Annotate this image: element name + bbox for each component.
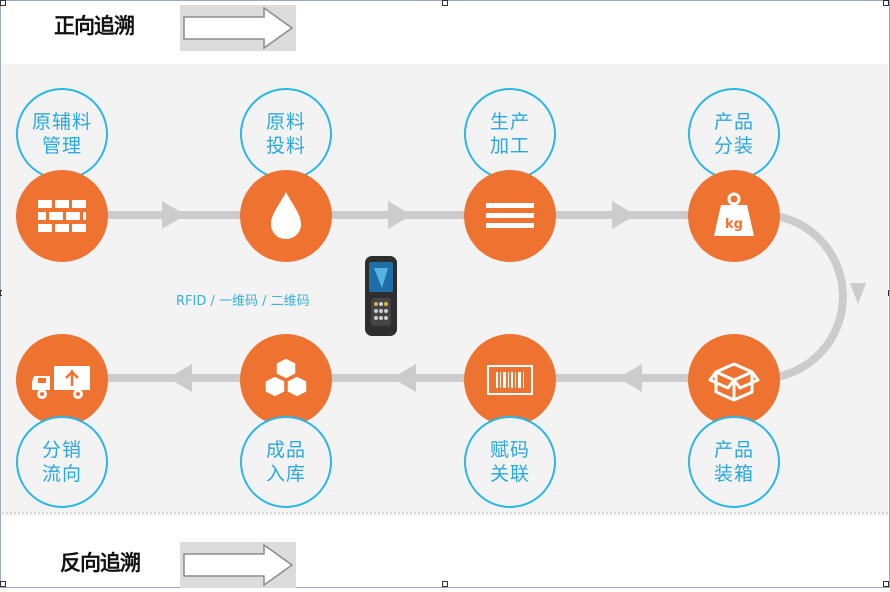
step-label-line2: 关联 [489,463,530,485]
dotted-divider [2,512,888,514]
step-label-line1: 原辅料 [31,111,92,133]
resize-handle-bottom-right[interactable] [883,581,889,587]
step-label-line2: 装箱 [713,463,754,485]
step-label-ring: 赋码 关联 [464,416,556,508]
forward-arrow-icon [180,5,296,51]
step-label-ring: 成品 入库 [240,416,332,508]
step-label-line1: 分销 [41,439,82,461]
kg-weight-icon: kg [688,170,780,262]
step-label-ring: 产品 分装 [688,88,780,180]
reverse-arrow-icon [180,542,296,588]
resize-handle-bottom-center[interactable] [442,581,448,587]
reverse-trace-label: 反向追溯 [60,551,141,575]
resize-handle-top-left[interactable] [0,0,6,6]
brick-grid-icon [16,170,108,262]
step-label-line1: 产品 [713,439,754,461]
step-label-ring: 原辅料 管理 [16,88,108,180]
step-label-line2: 流向 [41,463,82,485]
handheld-scanner-icon [362,254,400,338]
step-label-line1: 产品 [713,111,754,133]
step-label-ring: 产品 装箱 [688,416,780,508]
step-label-ring: 分销 流向 [16,416,108,508]
step-label-line2: 入库 [265,463,306,485]
resize-handle-top-center[interactable] [442,0,448,6]
delivery-truck-icon [16,334,108,426]
step-label-line1: 赋码 [489,439,530,461]
step-label-line2: 加工 [489,135,530,157]
step-label-line1: 生产 [489,111,530,133]
step-label-line2: 分装 [713,135,754,157]
step-label-line2: 管理 [41,135,82,157]
step-label-line1: 原料 [265,111,306,133]
rfid-label: RFID / 一维码 / 二维码 [176,294,310,309]
resize-handle-bottom-left[interactable] [0,581,6,587]
lines-icon [464,170,556,262]
barcode-icon [464,334,556,426]
step-label-line2: 投料 [265,135,306,157]
open-box-icon [688,334,780,426]
resize-handle-top-right[interactable] [883,0,889,6]
drop-icon [240,170,332,262]
forward-trace-label: 正向追溯 [54,14,135,38]
step-label-line1: 成品 [265,439,306,461]
step-label-ring: 生产 加工 [464,88,556,180]
step-label-ring: 原料 投料 [240,88,332,180]
svg-text:kg: kg [725,217,743,232]
stacked-boxes-icon [240,334,332,426]
